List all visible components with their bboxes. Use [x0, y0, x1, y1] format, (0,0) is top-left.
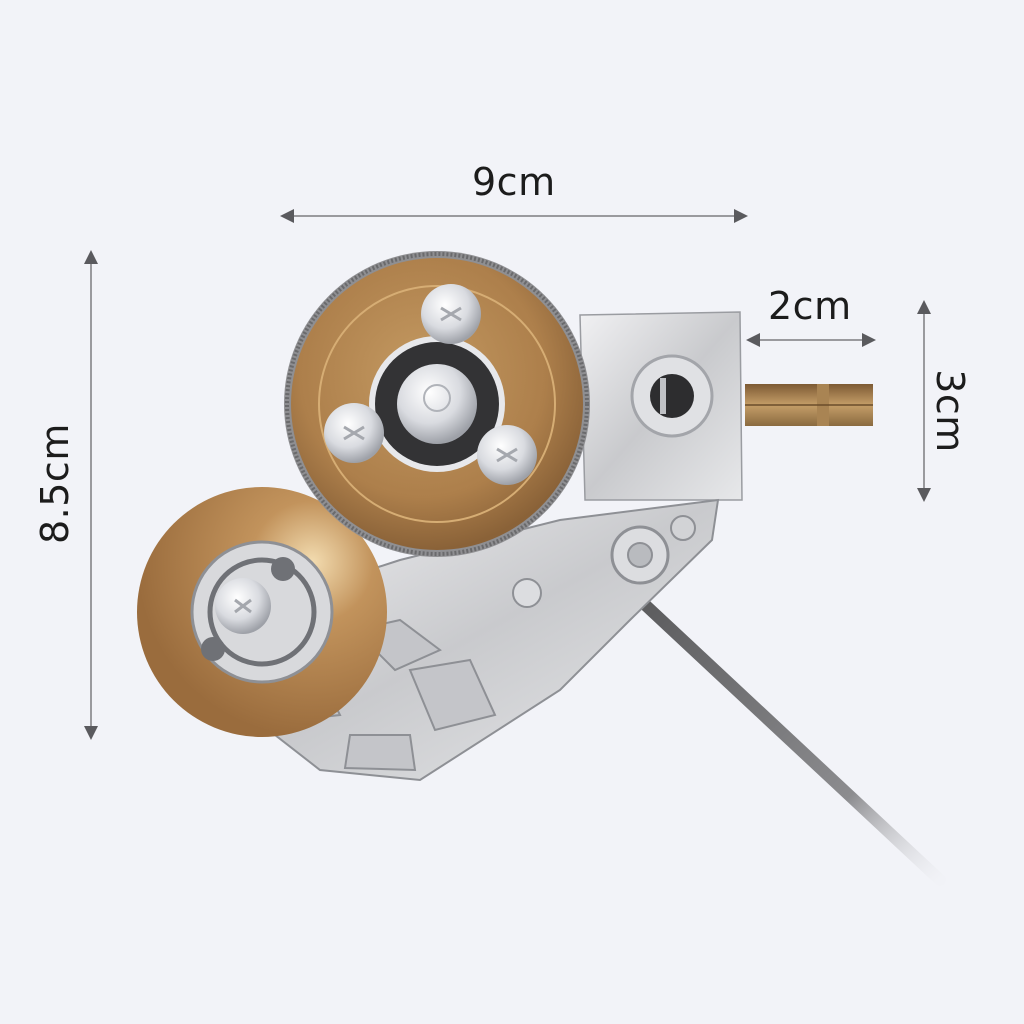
dimension-label-height: 8.5cm	[33, 423, 77, 544]
lower-cutting-wheel	[137, 487, 387, 737]
dimension-label-shank-length: 2cm	[768, 284, 852, 328]
dimension-label-width: 9cm	[472, 160, 556, 204]
main-cutting-wheel	[284, 251, 590, 557]
chuck-housing	[579, 311, 743, 501]
dimension-arrow-width	[280, 209, 748, 223]
wheel-screw-right	[477, 425, 537, 485]
handle-rod	[634, 594, 946, 886]
dimension-arrow-head-height	[917, 300, 931, 502]
wheel-screw-left	[324, 403, 384, 463]
hex-shank	[745, 384, 873, 426]
dimension-label-head-height: 3cm	[928, 369, 972, 453]
dimension-arrow-height	[84, 250, 98, 740]
wheel-screw-top	[421, 284, 481, 344]
dimension-arrow-shank	[746, 333, 876, 347]
